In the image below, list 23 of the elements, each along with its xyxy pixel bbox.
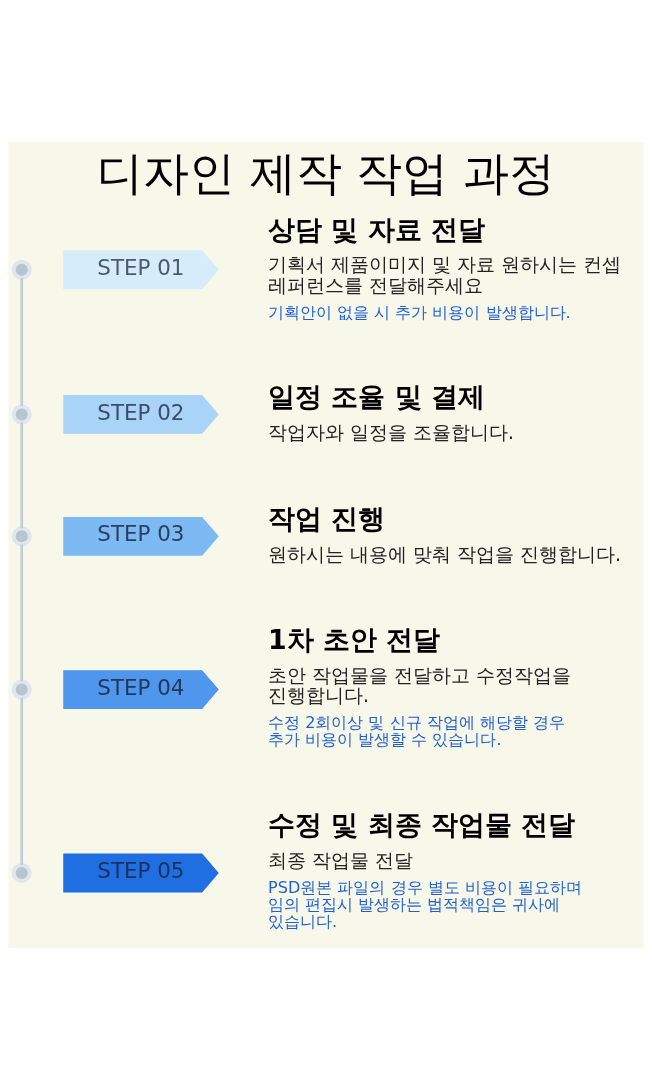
node-label: 수정 2회이상 및 신규 작업에 해당할 경우 추가 비용이 발생할 수 있습니다. xyxy=(268,712,565,750)
node-circle xyxy=(11,259,32,280)
diagram-title: 디자인 제작 작업 과정 xyxy=(97,147,555,201)
connector xyxy=(20,422,24,528)
node-circle xyxy=(11,863,32,884)
node-circle xyxy=(11,679,32,700)
node-label: 상담 및 자료 전달 xyxy=(268,214,486,246)
connector xyxy=(20,544,24,682)
node-label: PSD원본 파일의 경우 별도 비용이 필요하며 임의 편집시 발생하는 법적책임은 귀사에 있습니다. xyxy=(268,877,582,932)
node-label: 1차 초안 전달 xyxy=(268,624,441,656)
node-label: 기획서 제품이미지 및 자료 원하시는 컨셉 레퍼런스를 전달해주세요 xyxy=(268,254,621,296)
node-label: 일정 조율 및 결제 xyxy=(268,381,486,413)
node-circle xyxy=(11,526,32,547)
node-label: 작업자와 일정을 조율합니다. xyxy=(268,421,514,443)
connector xyxy=(20,697,24,865)
node-label: 최종 작업물 전달 xyxy=(268,849,414,871)
node-label: 원하시는 내용에 맞춰 작업을 진행합니다. xyxy=(268,543,621,565)
node-circle xyxy=(11,404,32,425)
node-label: 기획안이 없을 시 추가 비용이 발생합니다. xyxy=(268,302,571,322)
node-label: 작업 진행 xyxy=(268,503,386,535)
connector xyxy=(20,278,24,406)
node-label: 수정 및 최종 작업물 전달 xyxy=(268,809,576,841)
node-label: 초안 작업물을 전달하고 수정작업을 진행합니다. xyxy=(268,664,571,706)
